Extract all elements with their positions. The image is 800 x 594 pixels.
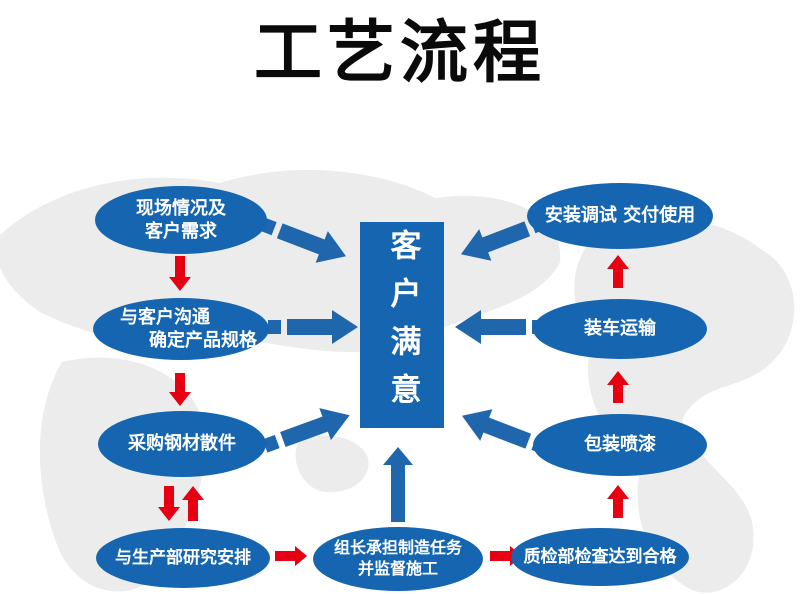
- blue-arrow-teamleader-to-center-icon: [383, 447, 413, 522]
- red-arrow-down-purchase-to-production-icon: [158, 486, 180, 521]
- blue-arrow-purchase-to-center-icon: [259, 399, 356, 462]
- node-customer-satisfaction: 客户满意: [360, 222, 444, 428]
- node-line: 客户需求: [145, 221, 217, 242]
- node-purchase-steel: 采购钢材散件: [98, 411, 266, 477]
- red-arrow-down-site-to-communicate-icon: [169, 256, 191, 291]
- node-loading-transport: 装车运输: [533, 299, 707, 359]
- node-site-conditions: 现场情况及 客户需求: [95, 186, 267, 254]
- red-arrow-up-packaging-to-loading-icon: [607, 371, 629, 403]
- node-line: 现场情况及: [136, 197, 226, 219]
- red-arrow-right-production-to-teamleader-icon: [275, 546, 307, 566]
- red-arrow-up-production-to-purchase-icon: [182, 486, 204, 521]
- page-title: 工艺流程: [253, 14, 546, 93]
- node-line: 确定产品规格: [149, 330, 257, 351]
- node-line: 与客户沟通: [120, 306, 210, 328]
- node-line: 包装喷漆: [584, 434, 656, 456]
- blue-arrow-loading-to-center-icon: [455, 310, 545, 344]
- node-line: 采购钢材散件: [128, 433, 236, 455]
- node-team-leader: 组长承担制造任务 并监督施工: [313, 527, 483, 591]
- node-line: 质检部检查达到合格: [523, 546, 677, 567]
- node-line: 与生产部研究安排: [115, 547, 251, 568]
- node-line: 组长承担制造任务: [333, 538, 462, 558]
- node-quality-inspection: 质检部检查达到合格: [511, 528, 689, 586]
- red-arrow-up-inspection-to-packaging-icon: [607, 485, 629, 518]
- node-line: 并监督施工: [357, 559, 438, 578]
- red-arrow-up-loading-to-install-icon: [607, 255, 629, 288]
- customer-satisfaction-label: 客户满意: [384, 229, 421, 421]
- red-arrow-down-communicate-to-purchase-icon: [169, 373, 191, 406]
- blue-arrow-site-to-center-icon: [255, 208, 353, 273]
- blue-arrow-communicate-to-center-icon: [268, 310, 358, 344]
- map-island-shape: [295, 435, 369, 493]
- node-install-deliver: 安装调试 交付使用: [527, 183, 713, 249]
- node-communicate-specs: 与客户沟通 确定产品规格: [93, 298, 269, 360]
- node-packaging-painting: 包装喷漆: [533, 414, 707, 476]
- node-line: 装车运输: [584, 318, 656, 340]
- node-line: 安装调试 交付使用: [544, 205, 696, 227]
- node-production-planning: 与生产部研究安排: [96, 528, 270, 588]
